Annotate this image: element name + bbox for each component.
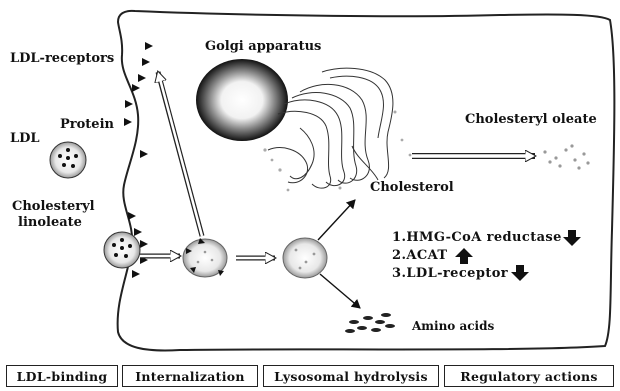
- bound-ldl-particle: [104, 232, 140, 268]
- down-arrow-icon: [511, 265, 529, 281]
- arrow-to-cholesterol: [318, 200, 355, 240]
- label-golgi: Golgi apparatus: [205, 39, 321, 54]
- stage-ldl-binding: LDL-binding: [6, 365, 118, 387]
- label-ldl: LDL: [10, 131, 40, 146]
- arrow-to-amino-acids: [320, 274, 360, 308]
- stage-lysosomal-hydrolysis: Lysosomal hydrolysis: [263, 365, 439, 387]
- stage-regulatory-actions: Regulatory actions: [444, 365, 614, 387]
- golgi-vesicle: [196, 59, 288, 141]
- lysosome: [283, 238, 327, 278]
- ldl-particle: [50, 142, 86, 178]
- up-arrow-icon: [455, 248, 473, 264]
- down-arrow-icon: [563, 230, 581, 246]
- label-amino-acids: Amino acids: [411, 319, 495, 333]
- label-cholesteryl-oleate: Cholesteryl oleate: [465, 112, 597, 127]
- endosome: [183, 238, 227, 277]
- label-ldl-receptors: LDL-receptors: [10, 51, 114, 66]
- regulatory-item-2: 2.ACAT: [392, 248, 447, 263]
- label-linoleate: linoleate: [18, 215, 82, 230]
- amino-acid-marks: [345, 313, 395, 333]
- golgi-stacks: [268, 68, 393, 188]
- regulatory-item-1: 1.HMG-CoA reductase: [392, 230, 562, 245]
- regulatory-item-3: 3.LDL-receptor: [392, 266, 508, 281]
- label-cholesterol: Cholesterol: [370, 180, 454, 195]
- label-cholesteryl: Cholesteryl: [12, 199, 95, 214]
- cholesteryl-oleate-droplets: [543, 144, 589, 169]
- stage-internalization: Internalization: [122, 365, 258, 387]
- cell-membrane: [118, 11, 615, 351]
- label-protein: Protein: [60, 117, 115, 132]
